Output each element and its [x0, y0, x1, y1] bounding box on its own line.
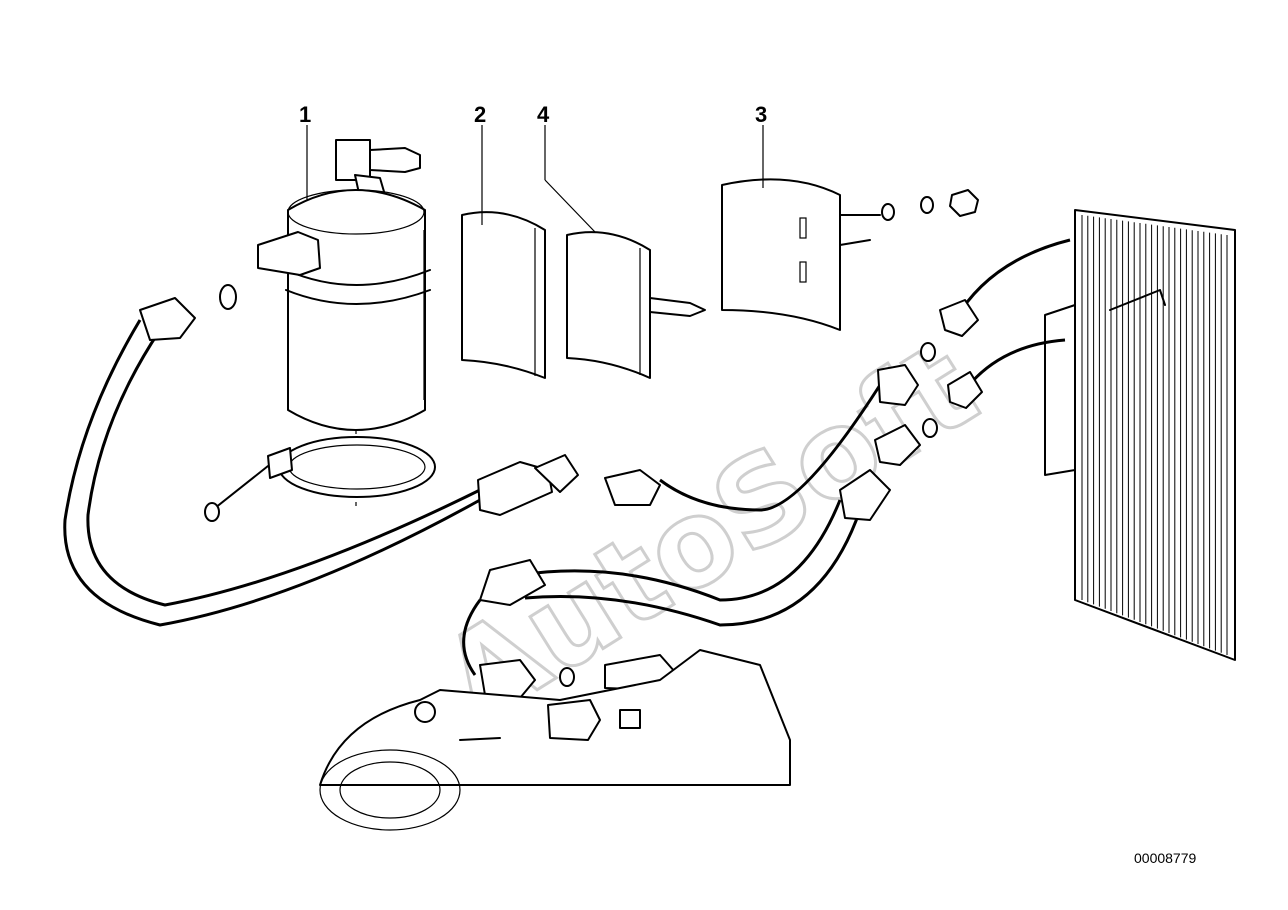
hose-compressor-neck: [462, 599, 482, 676]
hard-line-fitting: [877, 364, 919, 406]
shell-part-2: [461, 211, 546, 379]
compressor: [319, 649, 791, 831]
condenser-mount: [1109, 289, 1166, 311]
seal-ring-compressor: [559, 667, 575, 687]
washer-2: [920, 196, 934, 214]
drier-top: [287, 189, 425, 235]
callout-4: 4: [537, 102, 550, 127]
hose-compressor-outer: [519, 499, 842, 602]
hose-drier-inner: [86, 329, 491, 607]
shell-2-body: [461, 211, 546, 379]
washer-1: [881, 203, 895, 221]
hex-nut: [949, 189, 979, 217]
clamp-screw-shaft: [209, 465, 269, 513]
hose-drier: [63, 297, 579, 627]
fitting-lower: [947, 371, 983, 409]
hose-drier-outer: [63, 319, 481, 627]
compressor-port: [547, 699, 601, 741]
condenser-fins: [1081, 215, 1228, 655]
compressor-pulley: [319, 749, 461, 831]
condenser-bracket: [1044, 304, 1076, 476]
clamp-screw-head: [204, 502, 220, 522]
condenser: [1044, 209, 1236, 661]
drier-outlet-fitting: [369, 147, 421, 173]
seal-ring-upper: [920, 342, 936, 362]
compressor-mount-hole: [414, 701, 436, 723]
hose-drier-ferrule: [477, 461, 553, 516]
callout-2: 2: [474, 102, 486, 127]
leader-4b: [544, 179, 596, 233]
drier-inlet-fitting: [257, 231, 321, 276]
fitting-upper: [939, 299, 979, 337]
receiver-drier: [219, 139, 431, 510]
hard-line: [604, 364, 919, 512]
hose-compressor-ferrule-bottom: [479, 559, 546, 606]
hard-line-path: [659, 384, 882, 512]
shell-3-body: [721, 178, 841, 331]
seal-ring-lower: [922, 418, 938, 438]
hose-compressor-inner: [524, 509, 862, 627]
hose-drier-nut: [139, 297, 196, 341]
mounting-clamp: [204, 436, 436, 522]
shell-4-body: [566, 231, 651, 379]
drier-valve-block: [335, 139, 371, 181]
drier-band-bottom: [285, 289, 431, 305]
compressor-valve: [619, 709, 641, 729]
clamp-ear: [267, 447, 293, 479]
shell-part-4: [566, 231, 706, 379]
shell-part-3: [721, 178, 979, 331]
shell-4-tab: [649, 297, 706, 317]
drier-body: [287, 189, 426, 431]
condenser-pipes: [920, 238, 1071, 438]
hose-compressor-fitting-top: [874, 424, 921, 466]
hose-drier-fitting: [534, 454, 579, 493]
shell-3-studs: [839, 214, 881, 246]
hard-line-nut: [604, 469, 661, 506]
drier-seal-ring: [219, 284, 237, 310]
part-number: 00008779: [1134, 850, 1197, 866]
hose-compressor-ferrule-top: [839, 469, 891, 521]
clamp-ring: [278, 436, 436, 498]
callout-3: 3: [755, 102, 767, 127]
condenser-pipe-upper: [953, 238, 1071, 321]
drier-band-top: [285, 269, 431, 286]
hose-compressor-nut: [479, 659, 536, 699]
callout-1: 1: [299, 102, 311, 127]
compressor-wire: [459, 737, 501, 741]
